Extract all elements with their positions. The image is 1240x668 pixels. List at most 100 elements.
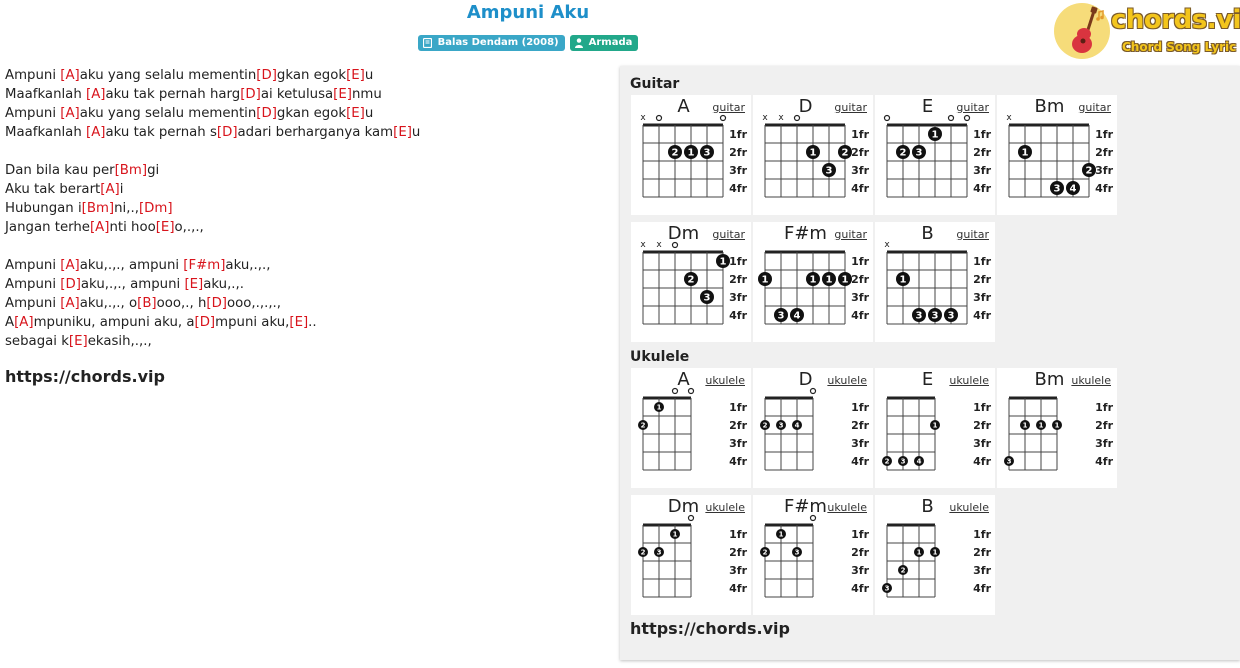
lyric-text: Hubungan i — [5, 201, 82, 216]
fret-label: 3fr — [851, 291, 869, 304]
instrument-link[interactable]: guitar — [956, 101, 989, 114]
chord-marker[interactable]: [Bm] — [81, 201, 115, 216]
fret-label: 2fr — [851, 273, 869, 286]
fret-label: 2fr — [973, 419, 991, 432]
album-label: Balas Dendam (2008) — [437, 37, 559, 48]
chord-name: A — [677, 96, 690, 117]
finger-dot — [700, 145, 714, 159]
lyric-text: nmu — [351, 87, 382, 102]
chord-marker[interactable]: [A] — [60, 296, 80, 311]
chord-marker[interactable]: [E] — [346, 106, 365, 121]
lyric-text: i — [119, 182, 124, 197]
fret-label: 3fr — [851, 564, 869, 577]
chord-marker[interactable]: [A] — [100, 182, 120, 197]
finger-number: 1 — [1039, 422, 1044, 430]
muted-string-mark: x — [656, 240, 662, 250]
instrument-link[interactable]: guitar — [712, 101, 745, 114]
chord-name: D — [798, 96, 813, 117]
instrument-link[interactable]: ukulele — [949, 374, 989, 387]
chord-marker[interactable]: [A] — [86, 125, 106, 140]
nut — [643, 250, 723, 254]
instrument-link[interactable]: ukulele — [827, 374, 867, 387]
open-string-mark — [687, 387, 695, 395]
album-icon — [422, 38, 432, 48]
chord-name: Bm — [1034, 369, 1065, 390]
instrument-link[interactable]: ukulele — [1071, 374, 1111, 387]
fret-label: 4fr — [1095, 182, 1113, 195]
chord-marker[interactable]: [A] — [86, 87, 106, 102]
chord-marker[interactable]: [E] — [184, 277, 204, 292]
chord-marker[interactable]: [E] — [333, 87, 352, 102]
chord-marker[interactable]: [A] — [60, 68, 80, 83]
instrument-link[interactable]: ukulele — [949, 501, 989, 514]
chord-marker[interactable]: [D] — [256, 68, 277, 83]
instrument-link[interactable]: ukulele — [827, 501, 867, 514]
chord-marker[interactable]: [E] — [68, 334, 88, 349]
finger-dot — [1082, 163, 1096, 177]
site-logo[interactable]: chords.vip Chord Song Lyric — [1054, 3, 1240, 63]
muted-string-mark: x — [778, 113, 784, 123]
chord-marker[interactable]: [E] — [155, 220, 175, 235]
instrument-link[interactable]: guitar — [712, 228, 745, 241]
chord-marker[interactable]: [F#m] — [183, 258, 226, 273]
chord-marker[interactable]: [A] — [60, 258, 80, 273]
lyric-text: aku,.,., o — [79, 296, 138, 311]
lyric-line: Ampuni [A]aku yang selalu mementin[D]gka… — [5, 66, 420, 85]
barre-dot — [896, 272, 910, 286]
lyric-text: Maafkanlah — [5, 125, 86, 140]
instrument-link[interactable]: guitar — [1078, 101, 1111, 114]
lyric-text: mpuni aku, — [215, 315, 290, 330]
chord-marker[interactable]: [Bm] — [114, 163, 148, 178]
chord-marker[interactable]: [D] — [194, 315, 216, 330]
fret-label: 2fr — [1095, 146, 1113, 159]
instrument-link[interactable]: ukulele — [705, 374, 745, 387]
chord-marker[interactable]: [E] — [393, 125, 412, 140]
instrument-link[interactable]: ukulele — [705, 501, 745, 514]
open-string-mark — [655, 114, 663, 122]
chord-marker[interactable]: [Dm] — [138, 201, 173, 216]
chord-marker[interactable]: [D] — [256, 106, 277, 121]
chord-marker[interactable]: [A] — [60, 106, 80, 121]
instrument-link[interactable]: guitar — [956, 228, 989, 241]
fret-label: 1fr — [973, 128, 991, 141]
instrument-link[interactable]: guitar — [834, 228, 867, 241]
album-badge[interactable]: Balas Dendam (2008) — [417, 35, 565, 51]
chord-marker[interactable]: [D] — [60, 277, 81, 292]
chord-marker[interactable]: [A] — [14, 315, 34, 330]
chord-marker[interactable]: [A] — [89, 220, 110, 235]
artist-badge[interactable]: Armada — [569, 35, 639, 51]
chord-marker[interactable]: [D] — [216, 125, 238, 140]
chord-marker[interactable]: [E] — [289, 315, 309, 330]
open-string-mark — [963, 114, 971, 122]
chord-marker[interactable]: [E] — [346, 68, 365, 83]
chord-marker[interactable]: [B] — [137, 296, 157, 311]
fret-label: 3fr — [729, 164, 747, 177]
site-url[interactable]: https://chords.vip — [5, 367, 165, 386]
open-string-mark — [793, 114, 801, 122]
chord-name: E — [921, 96, 934, 117]
chord-marker[interactable]: [D] — [206, 296, 227, 311]
lyric-text: Jangan terhe — [5, 220, 90, 235]
chord-marker[interactable]: [D] — [240, 87, 261, 102]
guitar-icon — [1072, 6, 1104, 53]
panel-site-url[interactable]: https://chords.vip — [630, 619, 790, 638]
instrument-link[interactable]: guitar — [834, 101, 867, 114]
